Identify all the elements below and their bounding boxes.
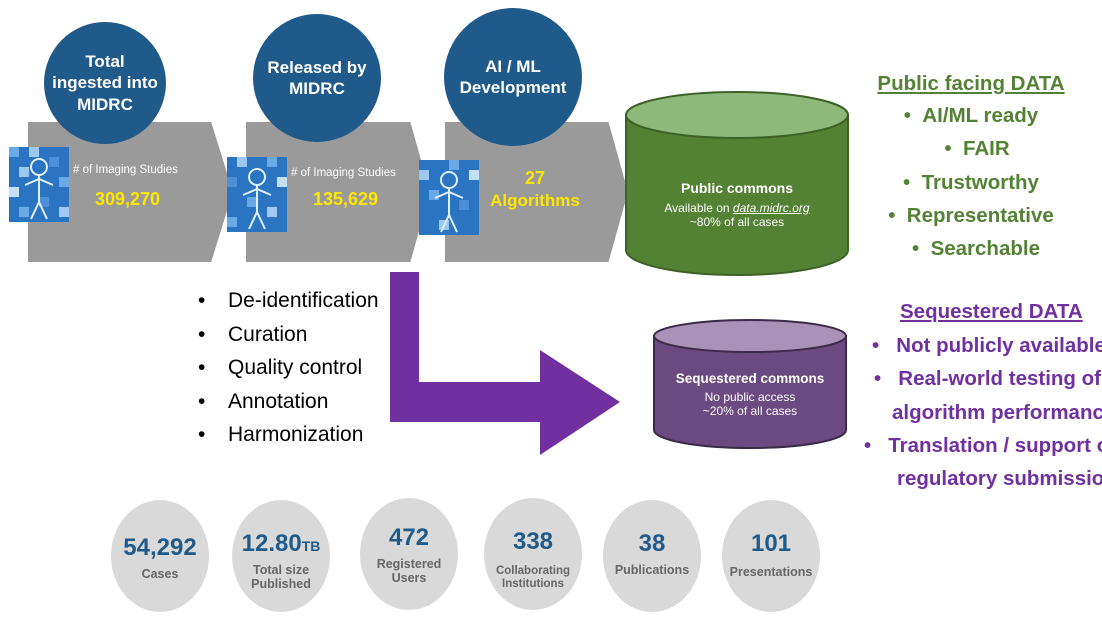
body-scan-icon [9,147,69,222]
sequestered-commons-access: No public access [704,390,796,404]
stage-title-released: Released by MIDRC [267,57,367,98]
stat-unit: TB [301,538,321,554]
sequestered-commons-cylinder [653,319,847,449]
body-scan-icon [227,157,287,232]
stage3-metric-unit: Algorithms [490,191,580,210]
sequestered-data-item: • Not publicly available [872,334,1102,358]
public-commons-text: Public commons Available on data.midrc.o… [624,180,850,229]
public-data-item: • FAIR [944,137,1010,160]
stat-circle-registered-users: 472 Registered Users [360,498,458,610]
sequestered-data-item: • Real-world testing of [874,367,1101,390]
body-scan-icon [419,160,479,235]
stat-label: Publications [614,563,690,577]
sequestered-arrow [390,272,620,455]
sequestered-data-item-text: Not publicly available [896,334,1102,357]
sequestered-data-heading: Sequestered DATA [900,300,1083,323]
public-data-item: • Trustworthy [903,171,1039,194]
stat-value: 38 [638,530,666,557]
stat-circle-cases: 54,292 Cases [111,500,209,612]
public-data-heading: Public facing DATA [877,72,1065,95]
stage2-metric-value: 135,629 [313,189,379,209]
stage1-metric-value: 309,270 [95,189,161,209]
sequestered-commons-text: Sequestered commons No public access ~20… [652,371,848,418]
sequestered-data-item: • Translation / support of [864,434,1102,458]
stat-circle-presentations: 101 Presentations [722,500,820,612]
stage-title-aiml: AI / ML Development [459,56,567,97]
stat-circle-total-size: 12.80TB Total size Published [232,500,330,612]
public-commons-availability: Available on data.midrc.org [624,201,850,215]
list-item: Curation [196,318,379,352]
list-item: Quality control [196,351,379,385]
stat-label: Cases [141,567,179,581]
stat-value: 12.80 [241,530,302,557]
public-commons-share: ~80% of all cases [689,215,785,229]
stat-value: 54,292 [123,534,197,561]
public-data-item-text: FAIR [962,137,1010,160]
public-data-item-text: Trustworthy [921,171,1039,194]
processing-steps-list: De-identification Curation Quality contr… [196,284,379,452]
stage-title-ingested: Total ingested into MIDRC [52,52,158,114]
sequestered-commons-title: Sequestered commons [675,371,825,386]
public-data-item: • Searchable [912,237,1040,260]
list-item: Harmonization [196,418,379,452]
list-item: De-identification [196,284,379,318]
stat-label: Collaborating Institutions [495,565,571,590]
stat-value: 101 [750,530,792,557]
stat-circle-publications: 38 Publications [603,500,701,612]
public-data-item: • Representative [888,204,1054,227]
public-data-item-text: Searchable [930,237,1040,260]
sequestered-commons-share: ~20% of all cases [702,404,798,418]
public-commons-cylinder [625,91,849,276]
stat-label: Total size Published [251,563,311,591]
stat-label: Presentations [729,565,813,579]
stage-circle-aiml: AI / ML Development [444,8,582,146]
data-midrc-link[interactable]: data.midrc.org [732,201,810,215]
public-data-item: • AI/ML ready [903,104,1039,127]
sequestered-data-item-text: Real-world testing of [898,367,1101,390]
public-data-item-text: Representative [906,204,1054,227]
stat-value: 338 [512,528,554,555]
list-item: Annotation [196,385,379,419]
stage-circle-ingested: Total ingested into MIDRC [44,22,166,144]
stage3-metric-value: 27 [524,168,546,188]
stage-circle-released: Released by MIDRC [253,14,381,142]
public-commons-title: Public commons [680,180,794,196]
stat-value: 472 [388,524,430,551]
sequestered-data-item-continued: algorithm performance [892,401,1102,424]
stage1-metric-label: # of Imaging Studies [73,164,178,176]
sequestered-data-item-text: Translation / support of [888,434,1102,457]
sequestered-data-item-continued: regulatory submission [897,467,1102,490]
stage2-metric-label: # of Imaging Studies [291,167,396,179]
public-commons-availability-prefix: Available on [664,201,733,215]
stat-circle-collaborating-institutions: 338 Collaborating Institutions [484,498,582,610]
stat-label: Registered Users [376,557,442,585]
stat-value-wrapper: 12.80TB [212,530,350,558]
public-data-item-text: AI/ML ready [922,104,1039,127]
